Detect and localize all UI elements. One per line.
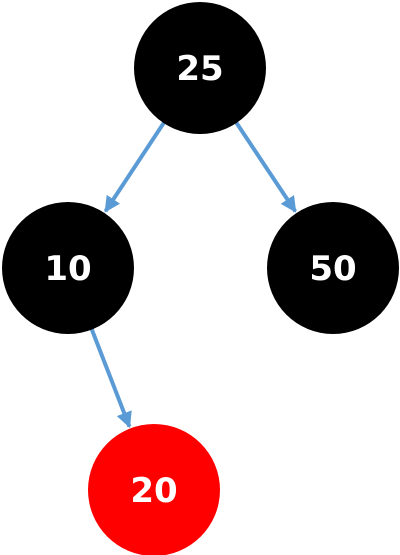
edge-n25-n10 (103, 119, 167, 213)
node-circle-red (88, 424, 220, 555)
node-label: 50 (309, 249, 356, 289)
node-circle-black (134, 2, 266, 134)
node-label: 10 (44, 249, 91, 289)
tree-node-25: 25 (134, 2, 266, 134)
tree-node-20: 20 (88, 424, 220, 555)
edge-n10-n20 (88, 326, 132, 429)
node-circle-black (2, 202, 134, 334)
edges-layer (88, 119, 298, 429)
node-label: 25 (176, 49, 223, 89)
node-label: 20 (130, 471, 177, 511)
tree-node-50: 50 (267, 202, 399, 334)
tree-node-10: 10 (2, 202, 134, 334)
node-circle-black (267, 202, 399, 334)
edge-n25-n50 (233, 119, 298, 213)
